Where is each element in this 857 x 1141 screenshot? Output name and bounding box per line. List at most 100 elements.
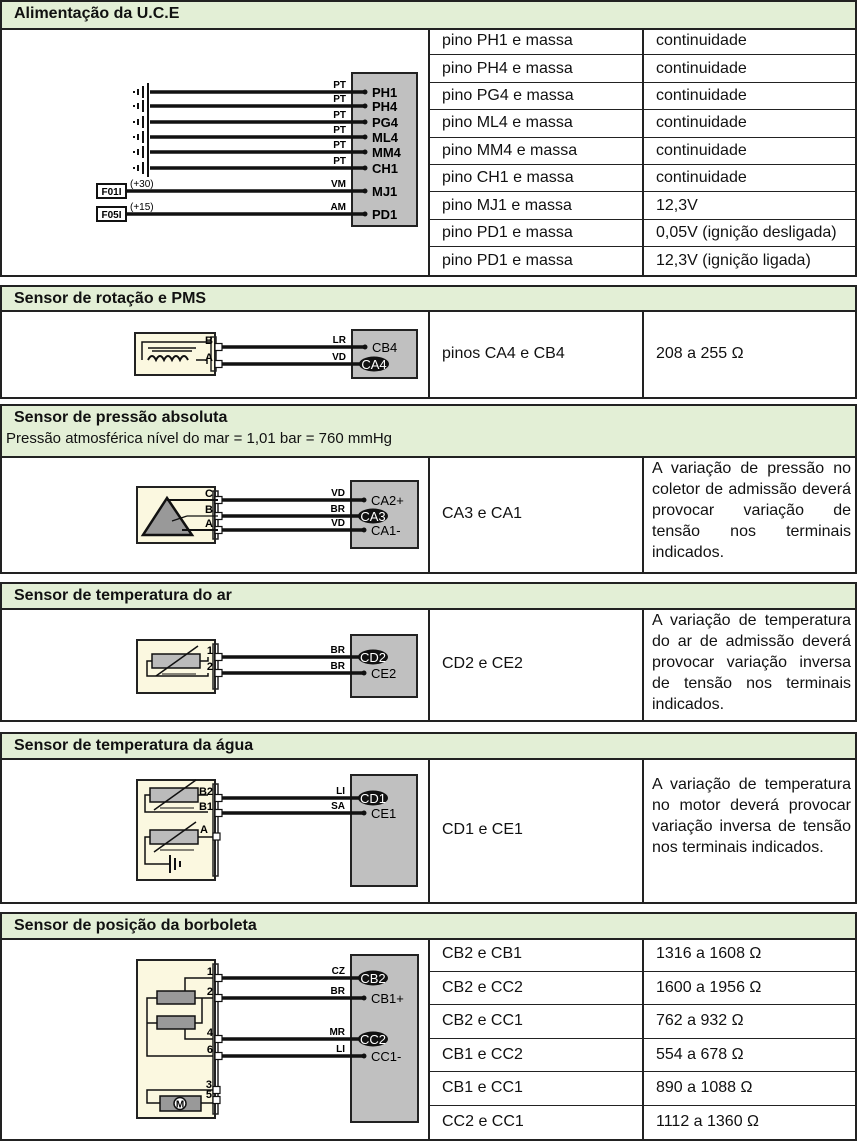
ecu-pin-label: PH1 [372, 85, 397, 100]
terminal-label: C [205, 488, 213, 500]
test-pins: pino CH1 e massa [430, 165, 644, 193]
section-title: Alimentação da U.C.E [0, 0, 857, 30]
ecu-pin-label: CB2 [360, 971, 385, 986]
terminal [214, 993, 223, 1003]
wire-color-code: SA [331, 801, 345, 812]
wire-color-code: PT [333, 110, 346, 121]
ecu-pin-label: PG4 [372, 115, 399, 130]
terminal [212, 1085, 221, 1095]
thermistor-arrow [155, 645, 199, 677]
test-pins: CB2 e CC1 [430, 1005, 644, 1039]
section-subtitle: Pressão atmosférica nível do mar = 1,01 … [6, 430, 393, 447]
pin-highlight [358, 649, 388, 665]
ecu-pin-label: CA1- [371, 523, 401, 538]
wire-color-code: PT [333, 156, 346, 167]
test-value: 0,05V (ignição desligada) [644, 220, 857, 248]
ecu-pin-label: CA3 [360, 509, 385, 524]
wire [171, 515, 188, 522]
sensor-body [134, 332, 216, 376]
test-value: continuidade [644, 55, 857, 83]
test-pins: pino PD1 e massa [430, 247, 644, 275]
supply-label: (+15) [130, 202, 154, 213]
test-pins: pino MJ1 e massa [430, 192, 644, 220]
test-value: 1316 a 1608 Ω [644, 938, 857, 972]
test-pins: CD2 e CE2 [430, 608, 644, 720]
connector-strip [212, 783, 219, 877]
wire-color-code: BR [331, 661, 346, 672]
motor-label: M [176, 1100, 184, 1111]
pin-dot [362, 188, 368, 194]
test-pins: CB2 e CC2 [430, 971, 644, 1005]
pin-highlight [358, 790, 388, 806]
test-pins: pino PH4 e massa [430, 55, 644, 83]
sensor-wiring [144, 836, 213, 865]
test-value: continuidade [644, 138, 857, 165]
pin-dot [362, 211, 368, 217]
ecu-pin-label: CE1 [371, 806, 396, 821]
sensor-wiring [146, 977, 213, 1057]
ecu-pin-label: PD1 [372, 207, 397, 222]
section-title: Sensor de temperatura do ar [0, 582, 857, 610]
terminal-label: B [205, 504, 213, 516]
test-pins: CC2 e CC1 [430, 1105, 644, 1139]
test-pins: CB1 e CC1 [430, 1072, 644, 1106]
terminal [214, 342, 223, 352]
terminal-label: A [205, 352, 213, 364]
ecu-pin-label: MJ1 [372, 184, 397, 199]
ecu-box [350, 634, 418, 698]
pin-dot [361, 1053, 367, 1059]
test-value: 554 a 678 Ω [644, 1039, 857, 1072]
pin-dot [362, 344, 368, 350]
wire-color-code: VM [331, 179, 346, 190]
pin-dot [362, 134, 368, 140]
terminal [214, 1034, 223, 1044]
ecu-pin-label: CC1- [371, 1049, 401, 1064]
coil-icon [147, 355, 189, 363]
coil-wiring [141, 341, 212, 364]
thermistor-arrow [153, 821, 197, 853]
wire-color-code: BR [331, 986, 346, 997]
wire-color-code: PT [333, 94, 346, 105]
motor-wiring [146, 1089, 213, 1104]
pin-dot [362, 149, 368, 155]
test-value: 1600 a 1956 Ω [644, 972, 857, 1005]
thermistor-arrow [153, 779, 197, 811]
sensor-wiring [146, 657, 209, 677]
test-pins: pino PD1 e massa [430, 219, 644, 248]
motor-icon [173, 1096, 187, 1111]
terminal [214, 668, 223, 678]
pin-dot [361, 670, 367, 676]
wire-color-code: PT [333, 125, 346, 136]
terminal [214, 793, 223, 803]
potentiometer-icon [156, 1015, 196, 1030]
wire-color-code: LI [336, 1044, 345, 1055]
test-pins: pino PH1 e massa [430, 28, 644, 56]
terminal-label: 2 [207, 661, 213, 673]
test-pins: CA3 e CA1 [430, 456, 644, 572]
terminal-label: A [205, 518, 213, 530]
test-value: 890 a 1088 Ω [644, 1072, 857, 1106]
terminal [212, 1095, 221, 1105]
terminal [212, 832, 221, 841]
pin-dot [362, 165, 368, 171]
terminal [214, 1051, 223, 1061]
terminal-label: 2 [207, 986, 213, 998]
ecu-pin-label: MM4 [372, 145, 402, 160]
pin-highlight [358, 1031, 388, 1047]
terminal-label: B1 [199, 801, 213, 813]
ecu-pin-label: CA2+ [371, 493, 404, 508]
pin-highlight [358, 508, 388, 524]
fuse-label: F01I [101, 187, 121, 198]
supply-label: (+30) [130, 179, 154, 190]
ecu-pin-label: CB1+ [371, 991, 404, 1006]
test-value: continuidade [644, 165, 857, 193]
terminal-label: B [205, 335, 213, 347]
test-pins: pino MM4 e massa [430, 137, 644, 165]
wire-color-code: LR [333, 335, 347, 346]
fuse-label: F05I [101, 210, 121, 221]
wire-color-code: VD [331, 518, 345, 529]
pressure-element-icon [140, 495, 195, 537]
test-value: 12,3V (ignição ligada) [656, 251, 811, 269]
